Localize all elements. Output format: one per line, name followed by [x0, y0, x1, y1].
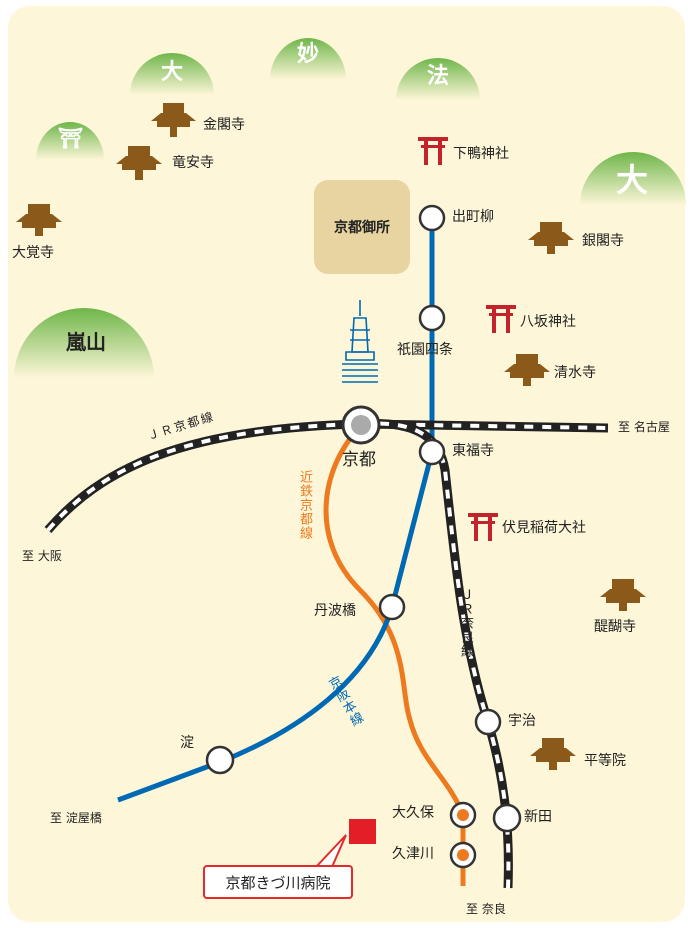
temple-label-kinkakuji: 金閣寺: [203, 117, 245, 133]
station-label-uji: 宇治: [508, 713, 536, 729]
daikakuji-temple-icon: [16, 204, 62, 236]
line-label-jr-nara: ＪＲ奈良線: [458, 588, 473, 658]
temple-label-daigoji: 醍醐寺: [594, 619, 636, 635]
station-marker-tofukuji: [418, 438, 446, 466]
mountain-label-myo: 妙: [296, 42, 319, 67]
station-marker-yodo: [205, 745, 235, 775]
hospital-location-marker: [349, 819, 376, 844]
kyoto-tower-icon: [342, 300, 378, 383]
destination-label-osaka: 至 大阪: [22, 549, 62, 563]
map-background: [8, 6, 685, 922]
ginkakuji-temple-icon: [528, 222, 574, 254]
temple-label-ryoanji: 竜安寺: [172, 155, 214, 171]
kiyomizudera-temple-icon: [504, 354, 550, 386]
mountain-label-arashiyama: 嵐山: [66, 330, 106, 354]
station-label-yodo: 淀: [180, 735, 194, 751]
torii-icons: [418, 137, 516, 541]
station-label-tofukuji: 東福寺: [452, 443, 494, 459]
hospital-callout: 京都きづ川病院: [203, 865, 353, 899]
station-marker-uji: [474, 708, 502, 736]
ryoanji-temple-icon: [116, 146, 162, 180]
station-label-gion-shijo: 祇園四条: [397, 342, 453, 358]
station-label-kyoto: 京都: [342, 450, 376, 470]
temple-label-kiyomizudera: 清水寺: [554, 365, 596, 381]
yasaka-torii-icon: [486, 305, 516, 333]
shrine-label-shimogamo: 下鴨神社: [453, 146, 509, 162]
destination-label-nara: 至 奈良: [466, 902, 506, 916]
mountain-dai-right: [580, 152, 686, 205]
line-label-kintetsu: 近鉄京都線: [297, 470, 312, 540]
station-marker-demachiyanagi: [418, 204, 446, 232]
station-label-kutsukawa: 久津川: [392, 846, 434, 862]
destination-label-nagoya: 至 名古屋: [618, 420, 670, 434]
mountain-dai-left: [130, 53, 214, 95]
temple-icons: [16, 103, 646, 770]
station-marker-tambabashi: [378, 593, 406, 621]
temple-label-byodoin: 平等院: [584, 753, 626, 769]
station-marker-gion-shijo: [418, 304, 446, 332]
kyoto-gosho-block: 京都御所: [314, 180, 410, 274]
keihan-line: [117, 218, 435, 803]
mountain-ho: [396, 58, 480, 100]
kinkakuji-temple-icon: [151, 103, 196, 137]
station-label-okubo: 大久保: [392, 805, 434, 821]
shrine-label-yasaka: 八坂神社: [520, 314, 576, 330]
temple-label-ginkakuji: 銀閣寺: [582, 233, 624, 249]
mountain-label-dai-right: 大: [615, 161, 648, 199]
station-label-tambabashi: 丹波橋: [314, 603, 356, 619]
mountain-label-dai-left: 大: [160, 60, 183, 85]
mountain-myo: [270, 38, 346, 80]
shrine-label-fushimi-inari: 伏見稲荷大社: [502, 520, 586, 536]
mountain-label-ho: 法: [426, 64, 449, 89]
daigoji-temple-icon: [600, 579, 646, 611]
shimogamo-torii-icon: [418, 137, 448, 165]
station-marker-shinden: [492, 803, 522, 833]
fushimi-inari-torii-icon: [468, 513, 498, 541]
jr-nara-line: [361, 418, 513, 889]
station-markers: [205, 204, 522, 869]
mountain-arashiyama: [14, 308, 154, 378]
temple-label-daikakuji: 大覚寺: [12, 245, 54, 261]
mountain-torii: [36, 122, 104, 160]
mountain-label-torii-icon: ⛩: [58, 126, 84, 150]
byodoin-temple-icon: [530, 738, 576, 770]
station-label-demachiyanagi: 出町柳: [452, 209, 494, 225]
station-label-shinden: 新田: [524, 809, 552, 825]
destination-label-yodoyabashi: 至 淀屋橋: [50, 811, 102, 825]
kintetsu-line: [323, 426, 466, 886]
